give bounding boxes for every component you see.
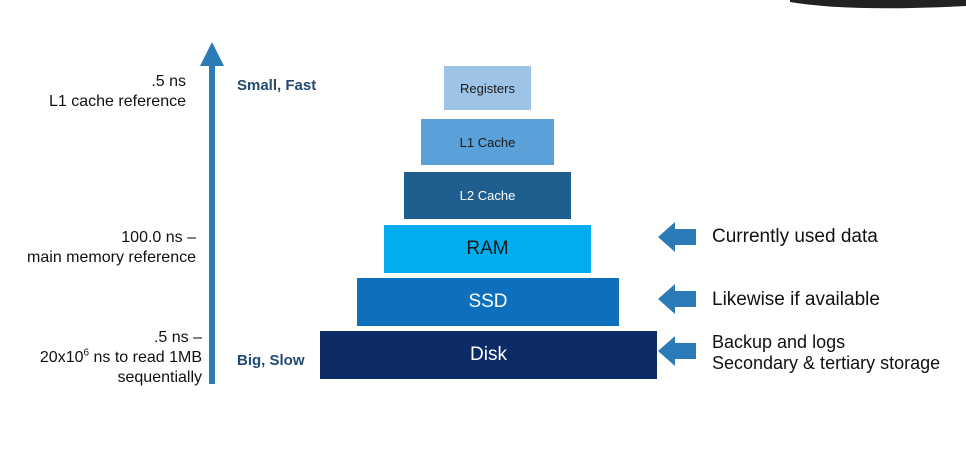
ram-note-arrow-icon bbox=[658, 222, 696, 252]
note-disk: Backup and logs Secondary & tertiary sto… bbox=[712, 332, 940, 374]
note-disk-line2: Secondary & tertiary storage bbox=[712, 353, 941, 373]
latency-label-bottom: .5 ns – 20x106 ns to read 1MB sequential… bbox=[40, 328, 202, 388]
speed-label-bottom: Big, Slow bbox=[237, 352, 305, 369]
tier-l2-cache: L2 Cache bbox=[404, 172, 571, 219]
latency-top-line1: .5 ns bbox=[151, 73, 186, 90]
tier-ssd: SSD bbox=[357, 278, 619, 326]
speed-label-top: Small, Fast bbox=[237, 77, 317, 94]
ssd-note-arrow-icon bbox=[658, 284, 696, 314]
tier-disk: Disk bbox=[320, 331, 657, 379]
latency-bottom-line1: .5 ns – bbox=[153, 329, 202, 346]
tier-l1-cache: L1 Cache bbox=[421, 119, 554, 165]
latency-middle-line2: main memory reference bbox=[27, 249, 196, 266]
note-ssd: Likewise if available bbox=[712, 289, 880, 310]
note-disk-line1: Backup and logs bbox=[712, 332, 846, 352]
speed-axis-arrow bbox=[200, 42, 224, 384]
latency-label-middle: 100.0 ns – main memory reference bbox=[27, 228, 196, 268]
latency-middle-line1: 100.0 ns – bbox=[121, 229, 196, 246]
latency-label-top: .5 ns L1 cache reference bbox=[49, 72, 186, 112]
latency-bottom-line2: 20x106 ns to read 1MB bbox=[39, 347, 202, 366]
tier-ram: RAM bbox=[384, 225, 591, 273]
latency-bottom-line3: sequentially bbox=[117, 369, 203, 386]
tier-registers: Registers bbox=[444, 66, 531, 110]
pen-stroke-decoration bbox=[790, 0, 966, 9]
note-ram: Currently used data bbox=[712, 226, 878, 247]
latency-top-line2: L1 cache reference bbox=[49, 93, 186, 110]
disk-note-arrow-icon bbox=[658, 336, 696, 366]
